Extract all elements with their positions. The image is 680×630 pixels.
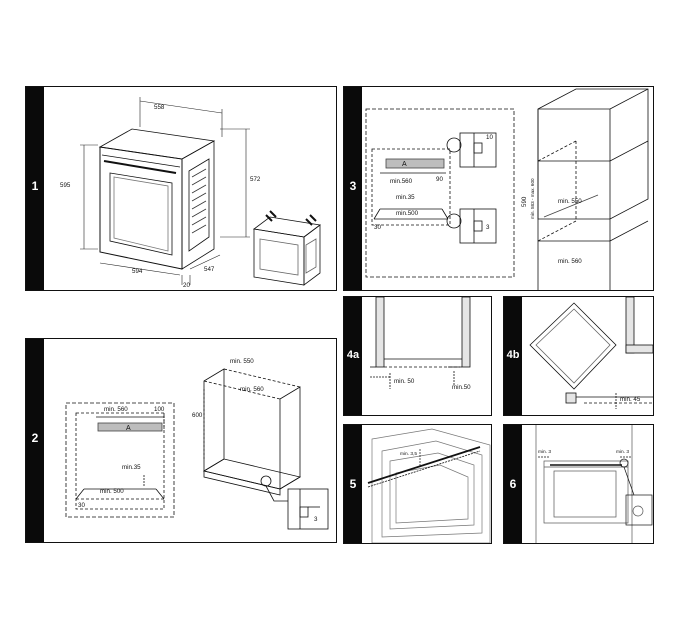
cab3-min-550: min. 550 xyxy=(558,198,582,205)
panel-6-illustration: min. 3 min. 3 xyxy=(522,425,653,543)
panel-3-tab: 3 xyxy=(344,87,362,290)
gap-4b-min-45: min. 45 xyxy=(620,396,641,403)
dim-width-558: 558 xyxy=(154,104,165,111)
panel-6-number: 6 xyxy=(509,477,517,491)
niche3-min-560: min.560 xyxy=(390,178,413,185)
niche-front-diagram-3 xyxy=(365,108,515,278)
panel-2-number: 2 xyxy=(31,431,39,445)
cab3-height-590: 590 xyxy=(521,196,528,207)
niche-min-500: min. 500 xyxy=(100,488,124,495)
corner-cabinet-diagram xyxy=(529,297,653,409)
gap-6-min-3-right: min. 3 xyxy=(616,449,629,455)
panel-5: 5 min. 3,5 xyxy=(343,424,492,544)
side-cabinet-diagram xyxy=(370,297,471,389)
dim-height-595: 595 xyxy=(60,182,71,189)
gap-4a-min-50-left: min. 50 xyxy=(394,378,415,385)
niche3-gap-30: 30 xyxy=(374,224,381,231)
panel-4a: 4a min. 50 min.50 xyxy=(343,296,492,416)
oven-front-installed xyxy=(535,425,653,543)
oven-rear-view xyxy=(253,210,321,286)
niche-gap-30: 30 xyxy=(78,502,85,509)
dim-front-594: 594 xyxy=(132,268,143,275)
panel-2-illustration: min. 560 100 A min.35 min. 500 30 min. 5… xyxy=(44,339,336,542)
panel-3: 3 xyxy=(343,86,654,291)
niche-front-diagram xyxy=(65,402,175,518)
panel-5-number: 5 xyxy=(349,477,357,491)
panel-3-illustration: A min.560 90 min.35 min.500 30 10 3 min.… xyxy=(362,87,653,290)
panel-1-illustration: 558 595 572 594 547 20 xyxy=(44,87,336,290)
oven-front-view xyxy=(98,128,216,270)
panel-4a-number: 4a xyxy=(346,349,360,361)
panel-6: 6 min. 3 min. 3 xyxy=(503,424,654,544)
niche3-gap-10: 10 xyxy=(486,134,493,141)
panel-2-tab: 2 xyxy=(26,339,44,542)
niche3-min-500: min.500 xyxy=(396,210,419,217)
niche3-gap-3: 3 xyxy=(486,224,490,231)
niche-label-a: A xyxy=(126,425,131,432)
niche3-gap-90: 90 xyxy=(436,176,443,183)
panel-4a-tab: 4a xyxy=(344,297,362,415)
cab-min-560: min. 560 xyxy=(240,386,264,393)
panel-4b-illustration: min. 45 xyxy=(522,297,653,415)
cabinet-3d-diagram xyxy=(202,368,329,530)
niche3-min-35: min.35 xyxy=(396,194,415,201)
panel-6-tab: 6 xyxy=(504,425,522,543)
cabinet-3d-diagram-3 xyxy=(537,88,649,290)
panel-1: 1 xyxy=(25,86,337,291)
oven-install-perspective xyxy=(367,428,491,543)
cab-height-600: 600 xyxy=(192,412,203,419)
dim-depth-572: 572 xyxy=(250,176,261,183)
panel-5-illustration: min. 3,5 xyxy=(362,425,491,543)
panel-4a-illustration: min. 50 min.50 xyxy=(362,297,491,415)
panel-5-tab: 5 xyxy=(344,425,362,543)
dim-side-547: 547 xyxy=(204,266,215,273)
gap-6-min-3-left: min. 3 xyxy=(538,449,551,455)
dimension-lines-panel-1 xyxy=(80,97,250,285)
niche-min-35: min.35 xyxy=(122,464,141,471)
dim-offset-20: 20 xyxy=(183,282,190,289)
panel-4b: 4b min. 45 xyxy=(503,296,654,416)
panel-4b-number: 4b xyxy=(506,349,520,361)
cab-gap-3: 3 xyxy=(314,516,318,523)
panel-1-tab: 1 xyxy=(26,87,44,290)
panel-3-number: 3 xyxy=(349,179,357,193)
gap-4a-min-50-right: min.50 xyxy=(452,384,471,391)
niche3-label-a: A xyxy=(402,161,407,168)
cab3-height-range: min. 583 - max. 600 xyxy=(530,178,535,219)
cab-min-550: min. 550 xyxy=(230,358,254,365)
niche-min-width: min. 560 xyxy=(104,406,128,413)
gap-5-min-3-5: min. 3,5 xyxy=(400,451,417,457)
panel-1-number: 1 xyxy=(31,179,39,193)
niche-top-gap: 100 xyxy=(154,406,165,413)
panel-4b-tab: 4b xyxy=(504,297,522,415)
cab3-min-560: min. 560 xyxy=(558,258,582,265)
panel-2: 2 xyxy=(25,338,337,543)
